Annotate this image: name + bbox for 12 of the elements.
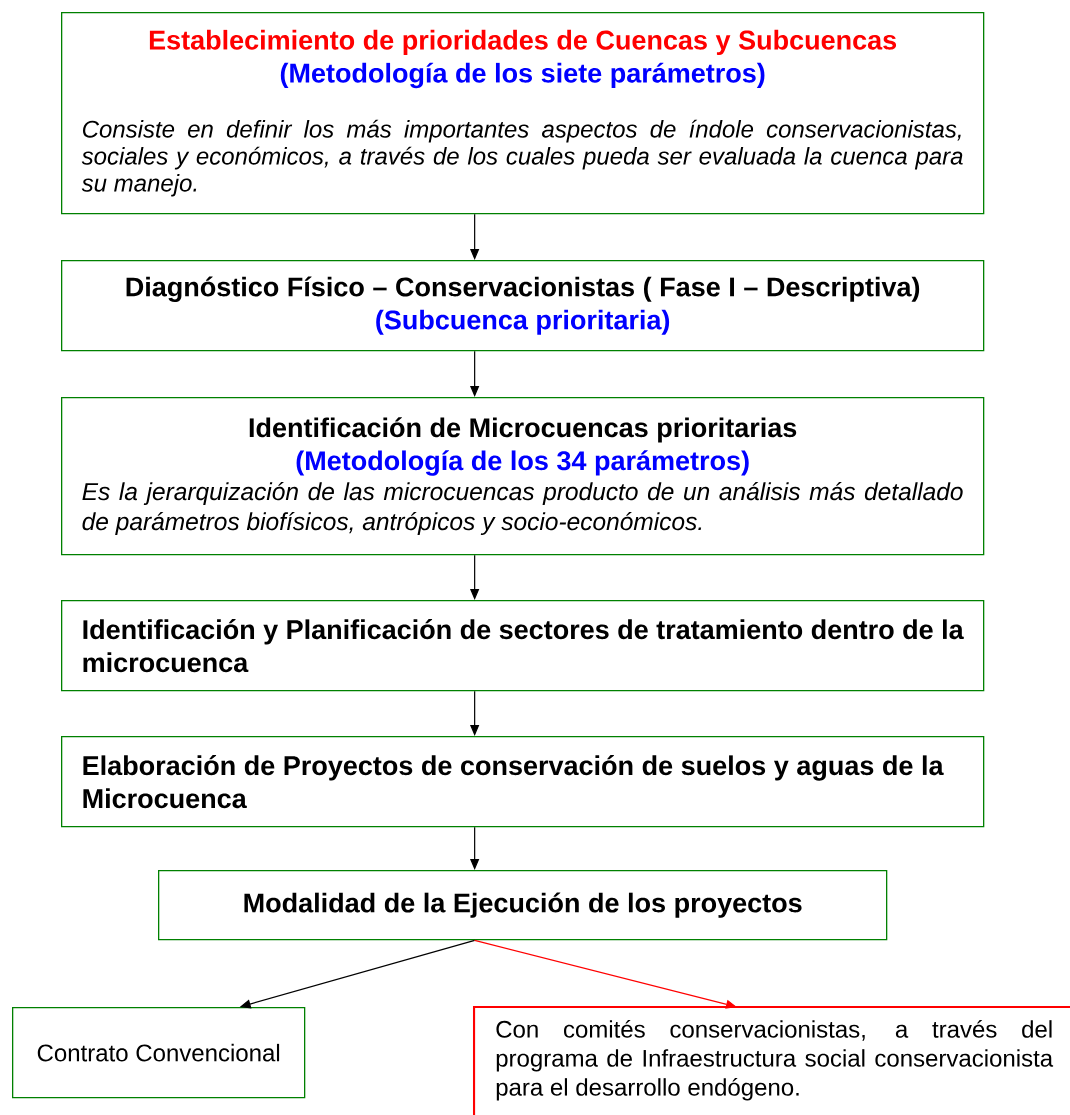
process-box: Identificación y Planificación de sectores de tratamiento dentro de la microcuenca xyxy=(61,600,985,692)
arrow xyxy=(470,213,480,260)
process-box: Identificación de Microcuencas prioritarias (Metodología de los 34 parámetros) Es la jerarquización de las microcuencas producto de un análisis más detallado de parámetros biofísicos, antrópicos y socio-económicos. xyxy=(61,397,985,556)
process-box: Establecimiento de prioridades de Cuencas y Subcuencas (Metodología de los siete parámetros) Consiste en definir los más importantes aspectos de índole conservacionistas, sociales y económicos, a través de los cuales pueda ser evaluada la cuenca para su manejo. xyxy=(61,12,985,215)
arrow xyxy=(470,350,480,397)
process-box: Modalidad de la Ejecución de los proyectos xyxy=(158,870,888,941)
process-box: Elaboración de Proyectos de conservación de suelos y aguas de la Microcuenca xyxy=(61,736,985,828)
arrow xyxy=(470,826,480,870)
process-box: Diagnóstico Físico – Conservacionistas ( Fase I – Descriptiva) (Subcuenca prioritaria) xyxy=(61,260,985,352)
arrow xyxy=(474,939,737,1009)
process-box: Contrato Convencional xyxy=(12,1007,306,1099)
text-box: Con comités conservacionistas, a través del programa de Infraestructura social conservacionista para el desarrollo endógeno. xyxy=(472,1005,1070,1115)
